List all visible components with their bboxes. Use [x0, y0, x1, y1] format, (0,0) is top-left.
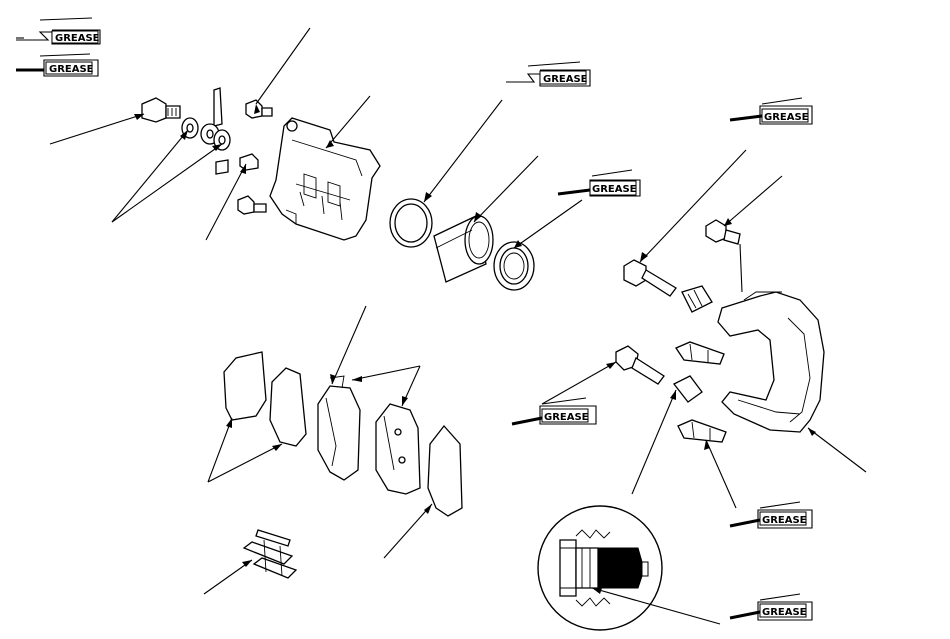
caliper-bolt-upper	[245, 99, 273, 119]
pad-retainer-clip-upper	[675, 341, 725, 365]
outer-shim	[223, 351, 267, 421]
pin-boot-lower	[673, 375, 703, 403]
legend-grease-tag: GREASE	[16, 17, 101, 45]
grease-label-piston-boot: GREASE	[592, 184, 637, 195]
bracket-bolt	[705, 219, 741, 245]
grease-label-piston-seal: GREASE	[543, 74, 588, 85]
piston	[433, 215, 494, 283]
bleeder-screw	[215, 153, 259, 175]
guide-pin-lower	[615, 345, 665, 385]
grease-label-pin-bolt: GREASE	[544, 412, 589, 423]
leader-lines	[49, 27, 867, 625]
outer-pad	[375, 403, 421, 495]
grease-tag-boot-detail: GREASE	[729, 593, 813, 621]
caliper-bolt-lower	[237, 195, 267, 215]
pad-retainer-clip-lower-left	[242, 529, 298, 579]
guide-pin-upper	[623, 259, 677, 297]
caliper-bracket	[717, 243, 825, 433]
grease-label-upper-pin: GREASE	[764, 112, 809, 123]
legend-grease-label: GREASE	[55, 33, 100, 44]
pad-retainer-clip-lower	[677, 419, 727, 443]
grease-tag-piston-boot: GREASE	[557, 169, 641, 197]
inner-shim	[427, 424, 463, 517]
piston-seal	[389, 198, 433, 248]
grease-label-boot-detail: GREASE	[762, 607, 807, 618]
grease-tag-upper-pin: GREASE	[729, 97, 813, 125]
banjo-bolt	[141, 97, 181, 123]
grease-tag-piston-seal: GREASE	[506, 61, 591, 87]
detail-circle-boot-section	[537, 505, 663, 631]
grease-label-lower-pin: GREASE	[762, 515, 807, 526]
legend-silicone-grease-tag: GREASE	[16, 53, 99, 77]
piston-boot	[493, 241, 535, 291]
caliper-body	[269, 117, 381, 241]
pin-boot-upper	[681, 285, 713, 313]
inner-pad	[317, 375, 361, 481]
arrowheads	[134, 104, 816, 594]
outer-pad-shim-2	[269, 367, 307, 447]
brake-hose	[200, 87, 223, 145]
legend-silicone-grease-label: GREASE	[49, 64, 94, 75]
grease-tag-pin-bolt: GREASE	[511, 397, 597, 426]
grease-tag-pad-retainer: GREASE	[729, 501, 813, 529]
